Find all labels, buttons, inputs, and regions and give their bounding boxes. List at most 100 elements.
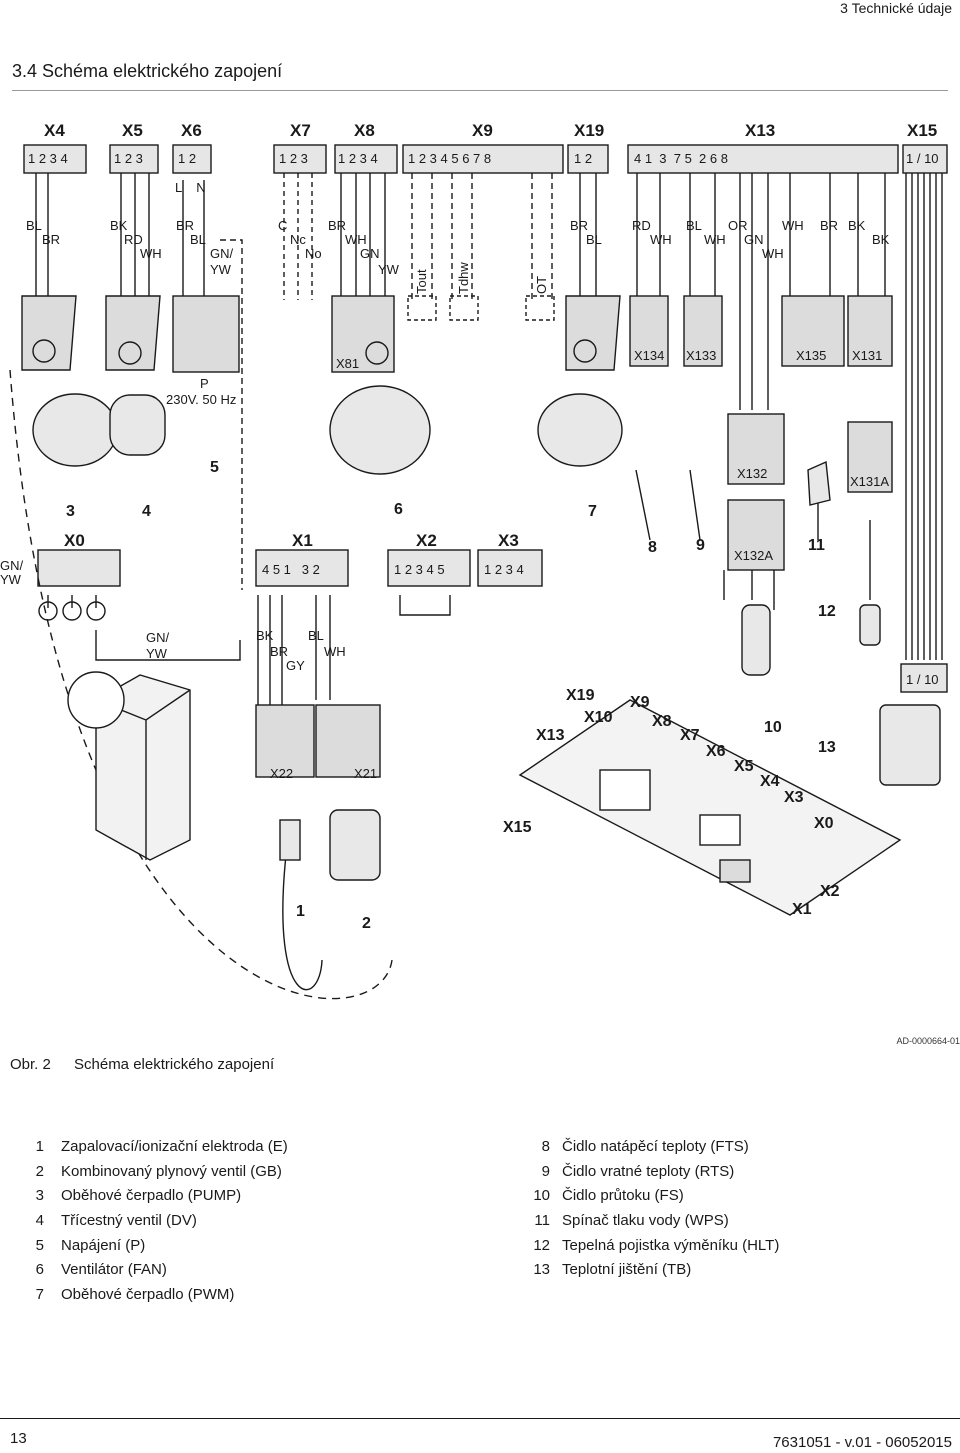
document-code: 7631051 - v.01 - 06052015 [772, 1434, 952, 1451]
title-rule [12, 90, 948, 91]
wire-label: BR [820, 218, 838, 233]
callout-11: 11 [808, 537, 825, 554]
x15-bottom-pins: 1 / 10 [906, 672, 939, 687]
sensor-tout-label: Tout [414, 269, 429, 294]
connector-x4-box [23, 144, 87, 174]
pins-x15: 1 / 10 [906, 151, 939, 166]
wire-label: RD [124, 232, 143, 247]
callout-12: 12 [818, 603, 836, 620]
connector-x0-box [37, 549, 121, 587]
board-label: X0 [814, 815, 834, 832]
connector-x2-box [387, 549, 471, 587]
sensor-ot-label: OT [534, 276, 549, 294]
pins-x8: 1 2 3 4 [338, 151, 378, 166]
wire-label: BR [176, 218, 194, 233]
callout-10: 10 [764, 719, 782, 736]
wire-label: WH [704, 232, 726, 247]
sub-connector-x132: X132 [737, 466, 767, 481]
bottom-connector-x1: X1 [292, 531, 313, 550]
wire-label: YW [210, 262, 232, 277]
wire-label: WH [345, 232, 367, 247]
x1-wire-label: BL [308, 628, 324, 643]
callout-1: 1 [296, 903, 305, 920]
diverter-valve-4-block [105, 295, 161, 371]
figure-number: Obr. 2 [10, 1056, 51, 1073]
pins-x9: 1 2 3 4 5 6 7 8 [408, 151, 491, 166]
board-label: X19 [566, 687, 595, 704]
power-label-voltage: 230V. 50 Hz [166, 392, 236, 407]
wire-label: YW [378, 262, 400, 277]
sub-connector-x81: X81 [336, 356, 359, 371]
x1-wire-label: GY [286, 658, 305, 673]
wire-label: C [278, 218, 287, 233]
top-connector-5: X9 [472, 121, 493, 140]
sub-connector-x131: X131 [852, 348, 882, 363]
sub-connector-x21: X21 [354, 766, 377, 781]
connector-x8-box [334, 144, 398, 174]
wire-label: Nc [290, 232, 306, 247]
legend-number: 5 [35, 1236, 44, 1254]
callout-9: 9 [696, 537, 705, 554]
gnyw-left-2: YW [0, 572, 22, 587]
connector-x7-box [273, 144, 327, 174]
pins-x19: 1 2 [574, 151, 592, 166]
legend-number: 7 [35, 1286, 44, 1304]
top-connector-2: X6 [181, 121, 202, 140]
fan-6-block [331, 295, 395, 373]
callout-6: 6 [394, 501, 403, 518]
legend-number: 3 [35, 1187, 44, 1205]
board-label: X6 [706, 743, 726, 760]
board-label: X8 [652, 713, 672, 730]
legend-text: Teplotní jištění (TB) [562, 1261, 692, 1279]
wire-label: GN [360, 246, 380, 261]
power-5-block [172, 295, 240, 373]
connector-x1-box [255, 549, 349, 587]
pins-x2: 1 2 3 4 5 [394, 562, 445, 577]
connector-x3-box [477, 549, 543, 587]
x6-ln: L N [175, 180, 206, 195]
top-connector-6: X19 [574, 121, 604, 140]
board-label: X7 [680, 727, 700, 744]
legend-number: 10 [533, 1187, 550, 1205]
legend-text: Zapalovací/ionizační elektroda (E) [61, 1138, 288, 1155]
callout-3: 3 [66, 503, 75, 520]
wire-label: WH [140, 246, 162, 261]
legend-text: Třícestný ventil (DV) [61, 1212, 197, 1230]
legend-number: 4 [35, 1212, 44, 1230]
pump-3-block [21, 295, 77, 371]
callout-4: 4 [142, 503, 151, 520]
wire-label: BK [848, 218, 866, 233]
board-label: X9 [630, 694, 650, 711]
connector-x6-box [172, 144, 212, 174]
legend-text: Čidlo natápěcí teploty (FTS) [562, 1138, 749, 1155]
running-head: 3 Technické údaje [840, 0, 952, 16]
callout-5: 5 [210, 459, 219, 476]
sub-connector-x135: X135 [796, 348, 826, 363]
page-number: 13 [10, 1430, 27, 1447]
footer-rule [0, 1418, 960, 1419]
legend-number: 11 [534, 1212, 550, 1230]
wiring-diagram: X4 X5 X6 X7 X8 X9 X19 X13 X15 1 2 3 4 1 … [0, 121, 948, 1000]
legend-text: Čidlo průtoku (FS) [562, 1187, 684, 1205]
wire-label: RD [632, 218, 651, 233]
connector-x15-box [902, 144, 948, 174]
wire-label: WH [762, 246, 784, 261]
pins-x13: 4 1 3 7 5 2 6 8 [634, 151, 728, 166]
board-label: X5 [734, 758, 754, 775]
callout-7: 7 [588, 503, 597, 520]
pins-x7: 1 2 3 [279, 151, 308, 166]
board-label: X15 [503, 819, 532, 836]
connector-x5-box [109, 144, 159, 174]
wire-label: BL [686, 218, 702, 233]
